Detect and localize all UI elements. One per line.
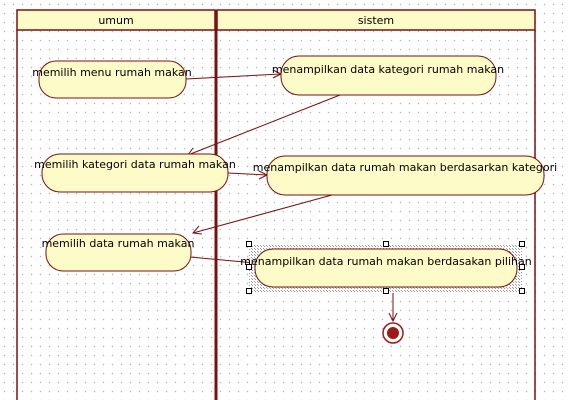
resize-handle-nw[interactable]: [246, 241, 252, 247]
final-node[interactable]: [382, 322, 404, 344]
activity-memilih-data[interactable]: memilih data rumah makan: [42, 233, 195, 272]
activity-shape: [266, 155, 545, 196]
flow-a1-a2[interactable]: [185, 69, 283, 80]
activity-label: menampilkan data kategori rumah makan: [272, 63, 504, 76]
swimlane-sistem[interactable]: sistem: [216, 9, 536, 400]
activity-shape: [41, 153, 229, 193]
resize-handle-sw[interactable]: [246, 288, 252, 294]
selection-handles[interactable]: [246, 241, 525, 294]
flow-a2-a3[interactable]: [187, 94, 341, 156]
activity-shape: [38, 60, 187, 99]
resize-handle-se[interactable]: [519, 288, 525, 294]
activity-menampilkan-berdasarkan-kategori[interactable]: menampilkan data rumah makan berdasarkan…: [253, 155, 557, 196]
activity-label: menampilkan data rumah makan berdasakan …: [240, 255, 531, 268]
resize-handle-ne[interactable]: [519, 241, 525, 247]
flow-a4-a5[interactable]: [192, 194, 333, 235]
activity-label: memilih menu rumah makan: [32, 66, 192, 79]
resize-handle-w[interactable]: [246, 264, 252, 270]
swimlane-umum-title: umum: [98, 14, 133, 27]
activity-shape: [45, 233, 192, 272]
resize-handle-s[interactable]: [383, 288, 389, 294]
swimlane-sistem-title: sistem: [358, 14, 394, 27]
activity-label: menampilkan data rumah makan berdasarkan…: [253, 161, 557, 174]
resize-handle-n[interactable]: [383, 241, 389, 247]
activity-label: memilih data rumah makan: [42, 237, 195, 250]
activity-menampilkan-berdasakan-pilihan[interactable]: menampilkan data rumah makan berdasakan …: [240, 241, 532, 294]
activity-memilih-menu[interactable]: memilih menu rumah makan: [32, 60, 192, 99]
activity-label: memilih kategori data rumah makan: [34, 158, 236, 171]
activity-shape: [254, 248, 518, 288]
activity-memilih-kategori[interactable]: memilih kategori data rumah makan: [34, 153, 236, 193]
final-node-inner-dot: [387, 327, 399, 339]
activity-menampilkan-kategori[interactable]: menampilkan data kategori rumah makan: [272, 55, 504, 96]
activity-shape: [280, 55, 497, 96]
resize-handle-e[interactable]: [519, 264, 525, 270]
swimlane-sistem-header: [216, 9, 536, 31]
